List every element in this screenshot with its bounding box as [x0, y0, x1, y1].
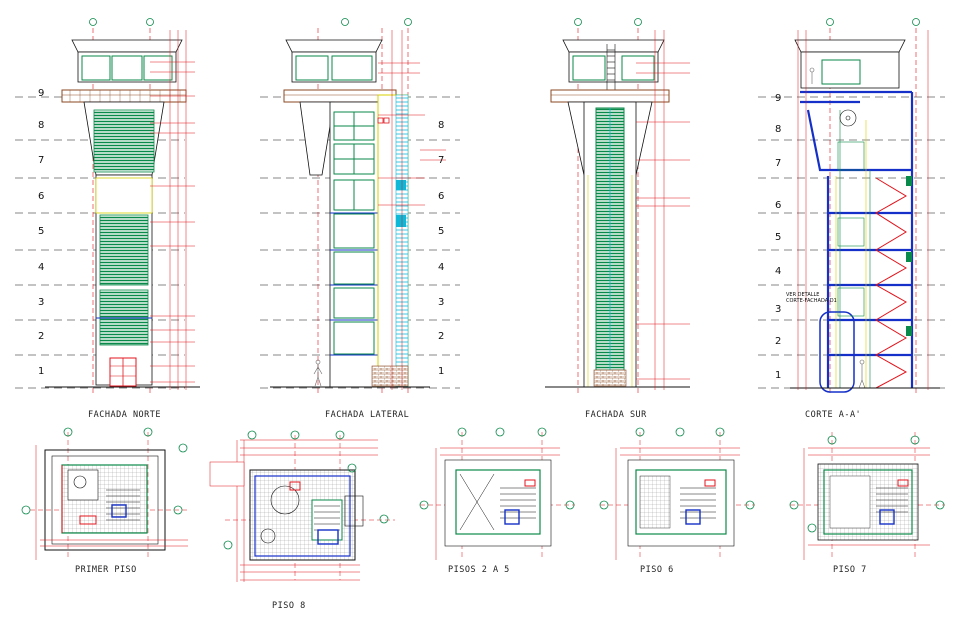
floor-label: 3 — [775, 304, 782, 315]
floor-label: 5 — [38, 226, 45, 237]
floor-label: 2 — [775, 336, 782, 347]
floor-label: 9 — [775, 93, 782, 104]
plan-floors-2-5 — [419, 427, 575, 560]
floor-label: 3 — [438, 297, 445, 308]
floor-label: 3 — [38, 297, 45, 308]
caption-fachada-norte: FACHADA NORTE — [88, 410, 162, 420]
caption-piso-8: PISO 8 — [272, 601, 306, 611]
floor-label: 4 — [438, 262, 445, 273]
floor-label: 8 — [438, 120, 445, 131]
plan-floor-6 — [599, 427, 755, 560]
floor-label: 6 — [438, 191, 445, 202]
elevation-south — [545, 18, 690, 395]
detail-note-line-1: VER DETALLE — [786, 292, 820, 298]
floor-label: 8 — [38, 120, 45, 131]
caption-fachada-sur: FACHADA SUR — [585, 410, 647, 420]
floor-label: 7 — [38, 155, 45, 166]
plan-floor-8 — [209, 430, 395, 582]
detail-note-line-2: CORTE-FACHADA D1 — [786, 298, 837, 304]
floor-label: 6 — [38, 191, 45, 202]
floor-label: 7 — [438, 155, 445, 166]
caption-fachada-lateral: FACHADA LATERAL — [325, 410, 410, 420]
floor-label: 8 — [775, 124, 782, 135]
floor-label: 5 — [775, 232, 782, 243]
floor-label: 7 — [775, 158, 782, 169]
floor-label: 4 — [38, 262, 45, 273]
floor-label: 4 — [775, 266, 782, 277]
elevation-lateral — [270, 18, 446, 395]
plan-first-floor — [21, 427, 190, 560]
floor-label: 2 — [438, 331, 445, 342]
section-a-a — [790, 18, 940, 395]
caption-pisos-2-a-5: PISOS 2 A 5 — [448, 565, 510, 575]
floor-label: 1 — [775, 370, 782, 381]
caption-corte: CORTE A-A' — [805, 410, 862, 420]
caption-piso-7: PISO 7 — [833, 565, 867, 575]
floor-label: 5 — [438, 226, 445, 237]
elevation-north — [45, 18, 200, 395]
floor-label: 6 — [775, 200, 782, 211]
floor-label: 1 — [38, 366, 45, 377]
floor-label: 2 — [38, 331, 45, 342]
plan-floor-7 — [789, 432, 945, 560]
detail-note: VER DETALLE CORTE-FACHADA D1 — [786, 292, 837, 304]
floor-label: 9 — [38, 88, 45, 99]
caption-piso-6: PISO 6 — [640, 565, 674, 575]
floor-label: 1 — [438, 366, 445, 377]
caption-primer-piso: PRIMER PISO — [75, 565, 137, 575]
